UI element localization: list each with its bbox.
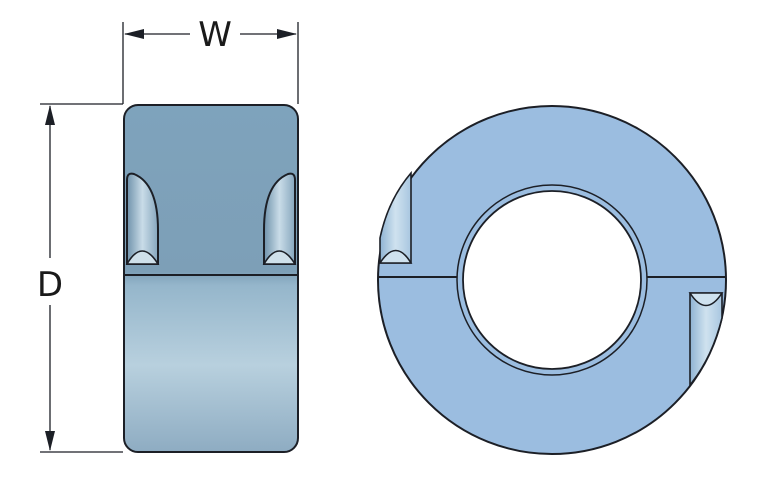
screw-pocket-bottom-right <box>689 292 723 388</box>
screw-pocket-bottom-right-cup <box>688 292 724 307</box>
side-view <box>123 104 299 453</box>
diameter-arrow-top <box>45 105 55 125</box>
front-view <box>377 105 727 455</box>
diameter-label: D <box>37 265 63 305</box>
bore-chamfer <box>456 184 648 376</box>
side-body <box>123 104 299 453</box>
width-arrow-left <box>124 29 144 39</box>
width-label: W <box>198 15 232 55</box>
diameter-arrow-bottom <box>45 431 55 451</box>
diameter-dimension: D <box>37 103 123 453</box>
width-arrow-right <box>277 29 297 39</box>
bore <box>462 190 642 370</box>
width-dimension: W <box>122 15 299 104</box>
screw-pocket-top-left <box>379 170 412 264</box>
right-notch <box>263 172 296 265</box>
left-notch <box>126 172 159 265</box>
left-notch-cup <box>125 250 160 265</box>
right-notch-cup <box>262 250 297 265</box>
screw-pocket-top-left-cup <box>378 249 413 264</box>
